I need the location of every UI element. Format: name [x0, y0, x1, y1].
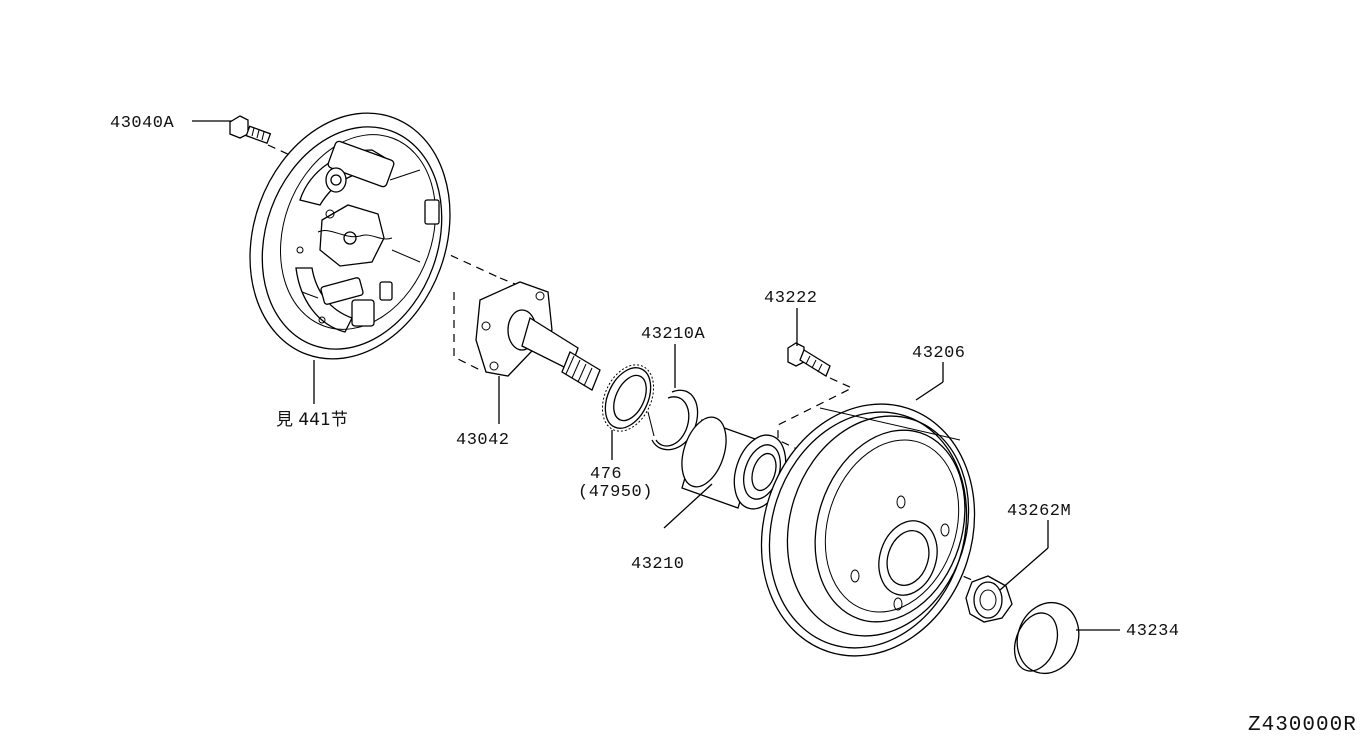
label-43206: 43206 — [912, 344, 966, 363]
label-43222: 43222 — [764, 289, 818, 308]
leader-lines — [192, 120, 1120, 631]
label-47950: (47950) — [578, 483, 653, 502]
sensor-rotor-476 — [601, 364, 655, 432]
brake-drum-43206 — [760, 403, 976, 657]
bolt-43040A — [229, 115, 272, 145]
label-43234: 43234 — [1126, 622, 1180, 641]
label-43040A: 43040A — [110, 114, 175, 133]
axle-spindle-43042 — [475, 281, 601, 391]
hub-nut-43262M — [965, 575, 1013, 623]
label-ref-441: 見 441节 — [276, 410, 348, 430]
diagram-code: Z430000R — [1248, 714, 1357, 736]
label-43210: 43210 — [631, 555, 685, 574]
label-476: 476 — [590, 465, 622, 484]
brake-backing-plate-assembly — [249, 112, 451, 360]
label-43210A: 43210A — [641, 325, 706, 344]
label-43042: 43042 — [456, 431, 510, 450]
hub-cap-43234 — [1013, 601, 1080, 675]
hub-bolt-43222 — [787, 342, 831, 377]
label-43262M: 43262M — [1007, 502, 1071, 521]
